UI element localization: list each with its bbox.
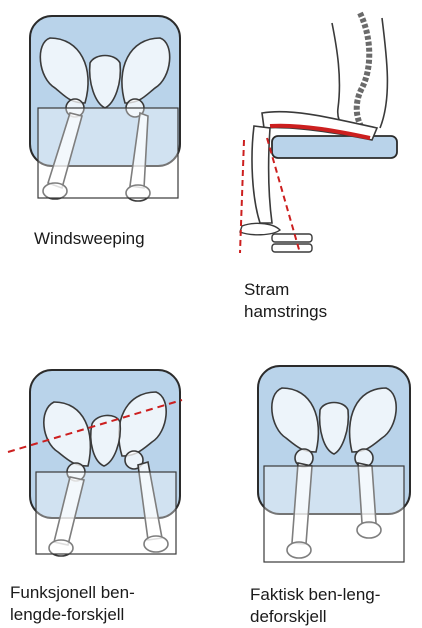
footrest: [272, 234, 312, 252]
overlay-box: [264, 466, 404, 562]
spine: [357, 13, 370, 128]
caption-hamstrings: Stram hamstrings: [244, 279, 327, 323]
hamstrings-illustration: [232, 8, 402, 258]
functional-illustration: [6, 362, 196, 562]
caption-functional: Funksjonell ben- lengde-forskjell: [10, 582, 135, 626]
figure-functional: [6, 362, 196, 562]
seat-cushion: [272, 136, 397, 158]
figure-hamstrings: [232, 8, 402, 258]
lower-leg: [252, 126, 272, 223]
windsweeping-illustration: [10, 8, 200, 208]
figure-windsweeping: [10, 8, 200, 208]
overlay-box: [38, 108, 178, 198]
leg-angle-line-1: [240, 140, 244, 253]
actual-illustration: [250, 358, 418, 573]
back-outline: [380, 18, 387, 128]
foot: [240, 223, 280, 234]
overlay-box: [36, 472, 176, 554]
figure-actual: [250, 358, 418, 573]
caption-actual: Faktisk ben-leng- deforskjell: [250, 584, 380, 628]
caption-windsweeping: Windsweeping: [34, 228, 145, 250]
